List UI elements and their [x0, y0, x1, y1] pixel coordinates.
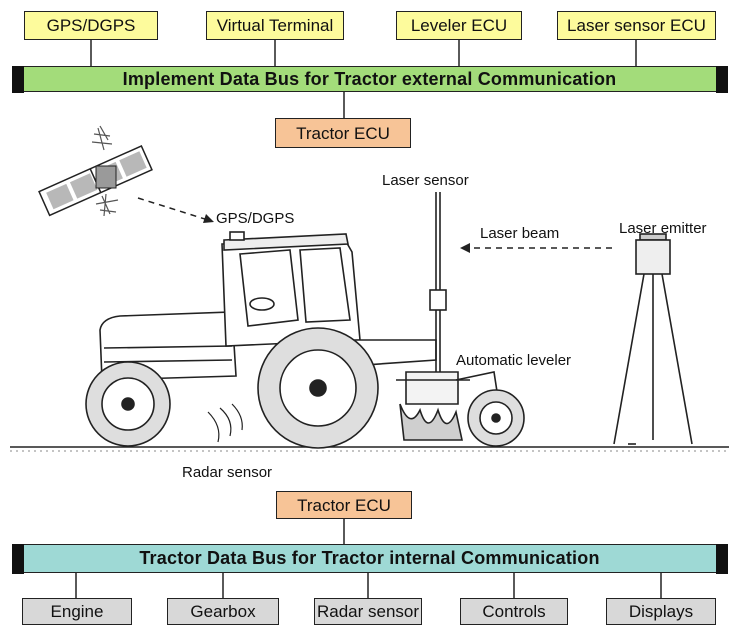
device-label: Controls — [482, 602, 546, 621]
ecu-label: Tractor ECU — [297, 495, 391, 515]
device-label: Laser sensor ECU — [567, 16, 706, 35]
automatic-leveler-label: Automatic leveler — [456, 352, 572, 369]
bus-end-cap — [11, 543, 24, 574]
ground — [10, 446, 729, 452]
device-gearbox: Gearbox — [167, 598, 279, 625]
implement-data-bus: Implement Data Bus for Tractor external … — [11, 65, 728, 93]
laser-sensor-label: Laser sensor — [382, 172, 469, 189]
gps-signal-arrowhead — [203, 214, 214, 223]
laser-emitter-icon — [613, 233, 693, 445]
device-controls: Controls — [460, 598, 568, 625]
tractor-illustration — [85, 192, 525, 449]
device-label: Radar sensor — [316, 602, 420, 621]
device-label: GPS/DGPS — [46, 16, 136, 35]
connector-lines — [75, 40, 662, 598]
tractor-ecu-top: Tractor ECU — [275, 118, 411, 148]
bus-end-cap — [715, 65, 728, 93]
bus-label: Tractor Data Bus for Tractor internal Co… — [139, 548, 600, 568]
gps-dgps-label: GPS/DGPS — [216, 210, 295, 227]
device-label: Engine — [50, 602, 104, 621]
device-radar-sensor: Radar sensor — [314, 598, 422, 625]
device-laser-sensor-ecu: Laser sensor ECU — [557, 11, 716, 40]
laser-beam-label: Laser beam — [480, 225, 560, 242]
bus-end-cap — [715, 543, 728, 574]
device-label: Displays — [628, 602, 694, 621]
tractor-data-bus: Tractor Data Bus for Tractor internal Co… — [11, 543, 728, 574]
bus-label: Implement Data Bus for Tractor external … — [122, 68, 617, 89]
gps-signal-arrow — [137, 197, 209, 221]
device-label: Virtual Terminal — [216, 16, 334, 35]
device-engine: Engine — [22, 598, 132, 625]
device-label: Gearbox — [190, 602, 256, 621]
device-label: Leveler ECU — [410, 16, 508, 35]
device-virtual-terminal: Virtual Terminal — [206, 11, 344, 40]
ecu-label: Tractor ECU — [296, 123, 390, 143]
radar-sensor-label: Radar sensor — [182, 464, 273, 481]
device-gps-dgps: GPS/DGPS — [24, 11, 158, 40]
tractor-ecu-bottom: Tractor ECU — [276, 491, 412, 519]
laser-emitter-label: Laser emitter — [619, 220, 707, 237]
laser-beam-arrowhead — [460, 243, 470, 253]
device-leveler-ecu: Leveler ECU — [396, 11, 522, 40]
bus-end-cap — [11, 65, 24, 93]
device-displays: Displays — [606, 598, 716, 625]
satellite-icon — [38, 125, 153, 217]
